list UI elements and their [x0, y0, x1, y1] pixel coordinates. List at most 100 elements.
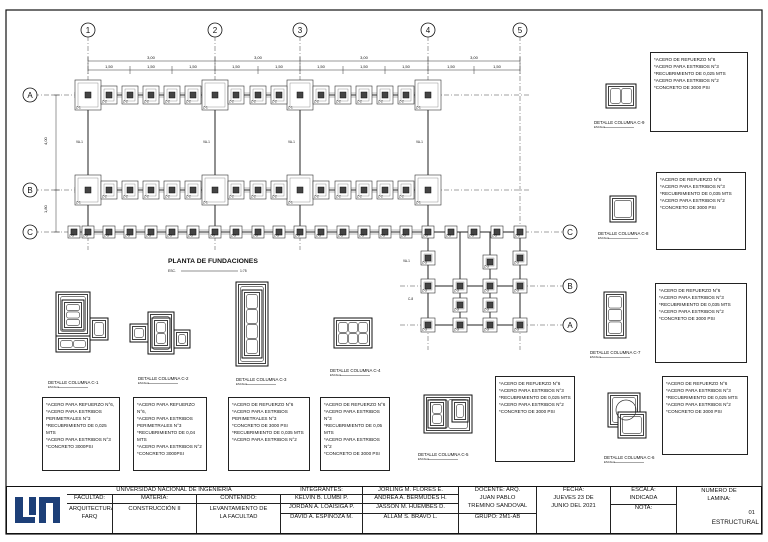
detail-scale-c3: ESCALA: [236, 382, 247, 386]
footing-inner: [252, 183, 264, 197]
svg-text:3,00: 3,00: [360, 55, 369, 60]
footing-label: Z-2: [165, 195, 170, 199]
footing-inner: [187, 183, 199, 197]
footing: [286, 79, 314, 111]
footing-label: Z-3: [125, 234, 130, 238]
footing-inner: [337, 88, 349, 102]
column: [147, 91, 155, 99]
stirrup-cell: [156, 333, 166, 344]
svg-text:1,50: 1,50: [232, 64, 241, 69]
stirrup-cell: [246, 309, 258, 324]
stirrup-cell: [338, 322, 348, 333]
footing-label: Z-3: [515, 234, 520, 238]
stirrup-cell: [246, 294, 258, 309]
column: [381, 186, 389, 194]
footing-label: Z-2: [102, 195, 107, 199]
column: [254, 186, 262, 194]
footing-label: Z-1: [203, 201, 208, 205]
column: [296, 186, 304, 194]
column: [402, 91, 410, 99]
column: [147, 186, 155, 194]
column: [296, 228, 304, 236]
footing-inner: [485, 281, 495, 291]
stirrup-cell: [156, 322, 166, 333]
footing-label: Z-2: [378, 100, 383, 104]
stirrup-cell: [358, 333, 368, 344]
footing: [74, 174, 102, 206]
footing-inner: [124, 183, 136, 197]
stirrup-cell: [134, 328, 144, 338]
footing-inner: [315, 88, 327, 102]
footing-inner: [289, 82, 311, 108]
stirrup: [244, 292, 260, 356]
stirrup: [92, 320, 106, 338]
detail-scale-c8: ESCALA: [598, 236, 609, 240]
stirrup: [58, 294, 88, 334]
footing-inner: [337, 183, 349, 197]
footing-inner: [77, 177, 99, 203]
column: [84, 186, 92, 194]
stirrup-cell: [66, 304, 80, 312]
column: [105, 91, 113, 99]
member-3: DAVID A. ESPINOZA M.: [281, 514, 363, 533]
svg-text:1,50: 1,50: [147, 64, 156, 69]
stirrup-cell: [178, 334, 186, 344]
column: [360, 228, 368, 236]
footing-inner: [400, 88, 412, 102]
column: [254, 91, 262, 99]
footing-label: Z-3: [454, 328, 459, 332]
column: [275, 186, 283, 194]
footing-label: Z-3: [401, 234, 406, 238]
sheet-number: 01: [748, 510, 755, 516]
footing-inner: [515, 253, 525, 263]
plan-tag: VA-1: [76, 140, 83, 144]
stirrup: [150, 314, 172, 352]
column: [126, 228, 134, 236]
stirrup-cell: [608, 296, 622, 309]
footing-label: Z-3: [253, 234, 258, 238]
column: [402, 228, 410, 236]
footing-label: Z-2: [272, 195, 277, 199]
note-c9: *ACERO DE REFUERZO N°6*ACERO PARA ESTRIB…: [650, 52, 748, 132]
footing-label: Z-3: [359, 234, 364, 238]
column-section: [55, 335, 91, 353]
footing-inner: [515, 281, 525, 291]
column: [105, 186, 113, 194]
footing-label: Z-3: [210, 234, 215, 238]
footing-label: Z-2: [336, 195, 341, 199]
svg-text:1,50: 1,50: [189, 64, 198, 69]
column-section: [173, 329, 191, 349]
column: [360, 186, 368, 194]
footing-label: Z-2: [378, 195, 383, 199]
axis-number-2: 2: [213, 26, 218, 35]
footing-inner: [145, 88, 157, 102]
column: [456, 301, 464, 309]
svg-text:3,00: 3,00: [254, 55, 263, 60]
column: [317, 228, 325, 236]
footing-inner: [252, 88, 264, 102]
footing-inner: [289, 177, 311, 203]
scale-value: INDICADA: [611, 495, 677, 505]
stirrup-cell: [66, 318, 80, 326]
footing-label: Z-2: [144, 100, 149, 104]
stirrup: [154, 320, 168, 346]
stirrup: [58, 338, 88, 350]
date-value: JUEVES 23 DE JUNIO DEL 2021: [537, 495, 611, 533]
footing-inner: [455, 300, 465, 310]
axis-letter-c: C: [27, 228, 33, 237]
note-c5: *ACERO DE REFUERZO N°6*ACERO PARA ESTRIB…: [495, 376, 575, 462]
footing-label: Z-2: [251, 100, 256, 104]
footing-inner: [455, 320, 465, 330]
column: [189, 91, 197, 99]
detail-c9: [605, 83, 637, 109]
axis-bubble-a: [22, 87, 38, 103]
axis-bubble-3: [292, 22, 308, 38]
svg-text:1,50: 1,50: [317, 64, 326, 69]
footing-inner: [77, 82, 99, 108]
footing-inner: [230, 88, 242, 102]
subject-label: MATERIA:: [113, 495, 197, 504]
stirrup-circle: [615, 399, 637, 421]
footing-label: Z-2: [357, 100, 362, 104]
footing-label: Z-2: [314, 100, 319, 104]
axis-bubble-1: [80, 22, 96, 38]
